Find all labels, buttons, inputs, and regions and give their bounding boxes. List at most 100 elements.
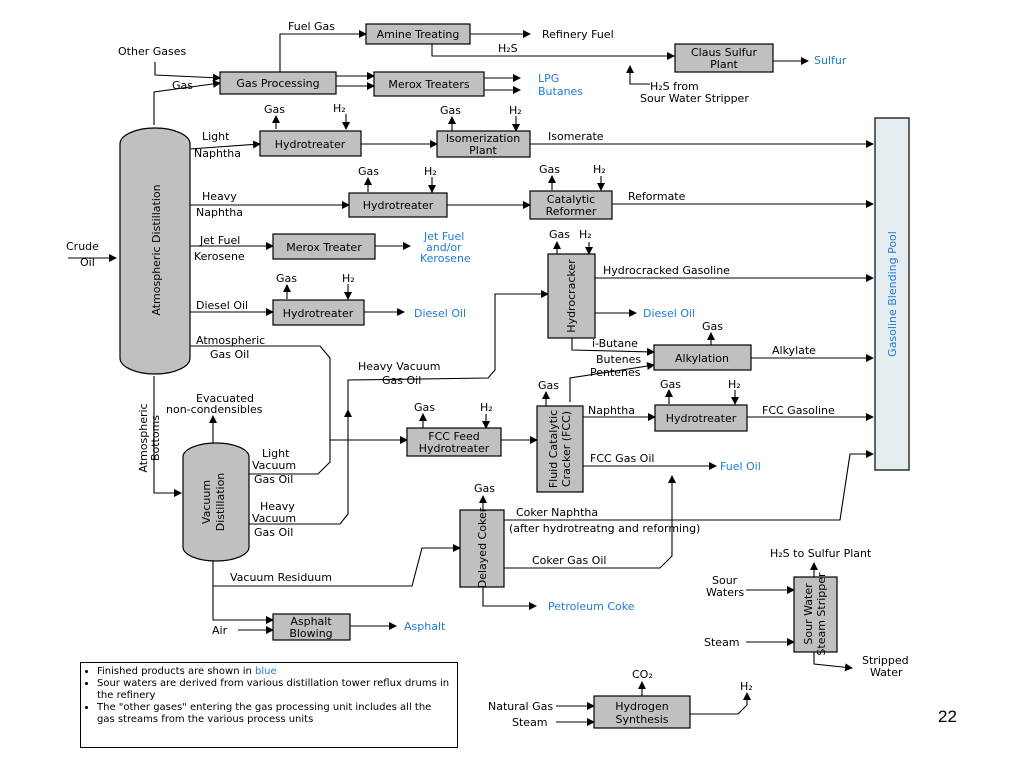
svg-text:Gas: Gas xyxy=(549,228,570,241)
svg-text:Catalytic: Catalytic xyxy=(547,193,595,206)
svg-text:FCC Gasoline: FCC Gasoline xyxy=(762,404,835,417)
svg-text:Gas Oil: Gas Oil xyxy=(254,473,293,486)
svg-text:Amine Treating: Amine Treating xyxy=(377,28,460,41)
svg-text:FCC Gas Oil: FCC Gas Oil xyxy=(590,452,654,465)
svg-text:H₂S from: H₂S from xyxy=(650,80,699,93)
svg-text:Atmospheric: Atmospheric xyxy=(137,403,150,472)
svg-text:Naphtha: Naphtha xyxy=(196,206,243,219)
unit-hydrogen-synthesis: Hydrogen Synthesis xyxy=(593,695,691,729)
svg-text:Air: Air xyxy=(212,624,228,637)
svg-text:Bottoms: Bottoms xyxy=(149,415,162,461)
svg-text:Sour Water: Sour Water xyxy=(802,583,815,645)
svg-text:H₂: H₂ xyxy=(333,102,346,115)
svg-text:Gas Oil: Gas Oil xyxy=(254,526,293,539)
product-labels: Sulfur LPG Butanes Jet Fuel and/or Keros… xyxy=(404,54,847,633)
svg-text:H₂: H₂ xyxy=(579,228,592,241)
svg-text:Atmospheric: Atmospheric xyxy=(196,334,265,347)
legend-box: Finished products are shown in blue Sour… xyxy=(80,662,458,748)
product-asphalt: Asphalt xyxy=(404,620,446,633)
unit-fcc-feed-hydrotreater: FCC Feed Hydrotreater xyxy=(406,427,502,457)
svg-text:Synthesis: Synthesis xyxy=(615,713,668,726)
svg-text:Hydrotreater: Hydrotreater xyxy=(283,307,354,320)
svg-text:H₂: H₂ xyxy=(342,272,355,285)
svg-text:Butenes: Butenes xyxy=(596,353,641,366)
svg-text:Light: Light xyxy=(202,130,230,143)
svg-text:Water: Water xyxy=(870,666,903,679)
svg-text:Asphalt: Asphalt xyxy=(290,615,332,628)
product-diesel-oil-2: Diesel Oil xyxy=(643,307,695,320)
svg-text:H₂S to Sulfur Plant: H₂S to Sulfur Plant xyxy=(770,547,872,560)
svg-text:Gas: Gas xyxy=(539,163,560,176)
flow-lines xyxy=(68,30,874,726)
svg-text:Hydrotreater: Hydrotreater xyxy=(666,412,737,425)
svg-text:Naphtha: Naphtha xyxy=(588,404,635,417)
svg-text:Gas: Gas xyxy=(538,379,559,392)
svg-text:Cracker (FCC): Cracker (FCC) xyxy=(560,411,573,487)
svg-text:Hydrocracked Gasoline: Hydrocracked Gasoline xyxy=(603,264,730,277)
svg-text:Coker Naphtha: Coker Naphtha xyxy=(516,506,598,519)
svg-text:Gas: Gas xyxy=(440,104,461,117)
svg-text:Naphtha: Naphtha xyxy=(194,147,241,160)
svg-text:Gas: Gas xyxy=(276,272,297,285)
atm-dist-label: Atmospheric Distillation xyxy=(150,184,163,315)
svg-text:Hydrogen: Hydrogen xyxy=(615,700,669,713)
svg-text:Stripped: Stripped xyxy=(862,654,909,667)
unit-merox-treaters: Merox Treaters xyxy=(373,71,485,97)
legend-blue-word: blue xyxy=(255,666,277,677)
svg-text:Isomerization: Isomerization xyxy=(446,132,520,145)
svg-text:Pentenes: Pentenes xyxy=(590,366,641,379)
product-petroleum-coke: Petroleum Coke xyxy=(548,600,635,613)
unit-isomerization-plant: Isomerization Plant xyxy=(436,130,531,158)
svg-text:Delayed Coker: Delayed Coker xyxy=(476,507,489,588)
svg-text:Merox Treater: Merox Treater xyxy=(286,241,362,254)
svg-text:Evacuated: Evacuated xyxy=(196,392,254,405)
svg-text:H₂S: H₂S xyxy=(498,42,518,55)
svg-text:Gas: Gas xyxy=(702,320,723,333)
unit-gas-processing: Gas Processing xyxy=(219,71,337,95)
unit-diesel-hydrotreater: Hydrotreater xyxy=(272,299,365,326)
unit-alkylation: Alkylation xyxy=(653,344,752,371)
svg-text:Steam Stripper: Steam Stripper xyxy=(815,572,828,656)
svg-text:H₂: H₂ xyxy=(593,163,606,176)
unit-catalytic-reformer: Catalytic Reformer xyxy=(529,190,613,220)
svg-text:Hydrotreater: Hydrotreater xyxy=(275,138,346,151)
svg-text:FCC Feed: FCC Feed xyxy=(428,430,479,443)
svg-text:H₂: H₂ xyxy=(509,104,522,117)
unit-hydrocracker: Hydrocracker xyxy=(547,253,596,339)
svg-text:Gas: Gas xyxy=(474,482,495,495)
svg-text:Vacuum Residuum: Vacuum Residuum xyxy=(230,571,332,584)
svg-text:Alkylate: Alkylate xyxy=(772,344,816,357)
svg-text:Merox Treaters: Merox Treaters xyxy=(388,78,469,91)
product-kerosene: Kerosene xyxy=(420,252,471,265)
svg-text:Gas: Gas xyxy=(358,165,379,178)
svg-text:Gas: Gas xyxy=(414,401,435,414)
svg-text:Gas Oil: Gas Oil xyxy=(382,374,421,387)
svg-text:Hydrocracker: Hydrocracker xyxy=(565,259,578,333)
product-diesel-oil-1: Diesel Oil xyxy=(414,307,466,320)
unit-sour-water-steam-stripper: Sour Water Steam Stripper xyxy=(793,572,838,656)
svg-text:Alkylation: Alkylation xyxy=(675,352,729,365)
svg-text:Plant: Plant xyxy=(469,144,497,157)
svg-text:Gas Processing: Gas Processing xyxy=(236,77,319,90)
svg-text:Fuel Gas: Fuel Gas xyxy=(288,20,335,33)
product-and-or: and/or xyxy=(426,241,462,254)
vac-dist-label-2: Distillation xyxy=(214,473,227,532)
legend-item-2: Sour waters are derived from various dis… xyxy=(97,678,451,702)
svg-text:Diesel Oil: Diesel Oil xyxy=(196,299,248,312)
svg-text:Hydrotreater: Hydrotreater xyxy=(363,199,434,212)
svg-text:Plant: Plant xyxy=(710,58,738,71)
atmospheric-distillation-tower: Atmospheric Distillation xyxy=(119,127,191,375)
svg-text:H₂: H₂ xyxy=(480,401,493,414)
svg-text:(after hydrotreatng and reform: (after hydrotreatng and reforming) xyxy=(509,522,700,535)
unit-amine-treating: Amine Treating xyxy=(365,23,471,45)
gasoline-blending-pool: Gasoline Blending Pool xyxy=(874,117,910,471)
unit-fluid-catalytic-cracker: Fluid Catalytic Cracker (FCC) xyxy=(536,405,584,493)
product-lpg: LPG xyxy=(538,72,559,85)
svg-text:Refinery Fuel: Refinery Fuel xyxy=(542,28,614,41)
svg-text:Gas: Gas xyxy=(264,103,285,116)
unit-asphalt-blowing: Asphalt Blowing xyxy=(272,613,351,641)
svg-text:Claus Sulfur: Claus Sulfur xyxy=(691,46,758,59)
svg-text:Steam: Steam xyxy=(512,716,548,729)
svg-text:Gas Oil: Gas Oil xyxy=(210,348,249,361)
